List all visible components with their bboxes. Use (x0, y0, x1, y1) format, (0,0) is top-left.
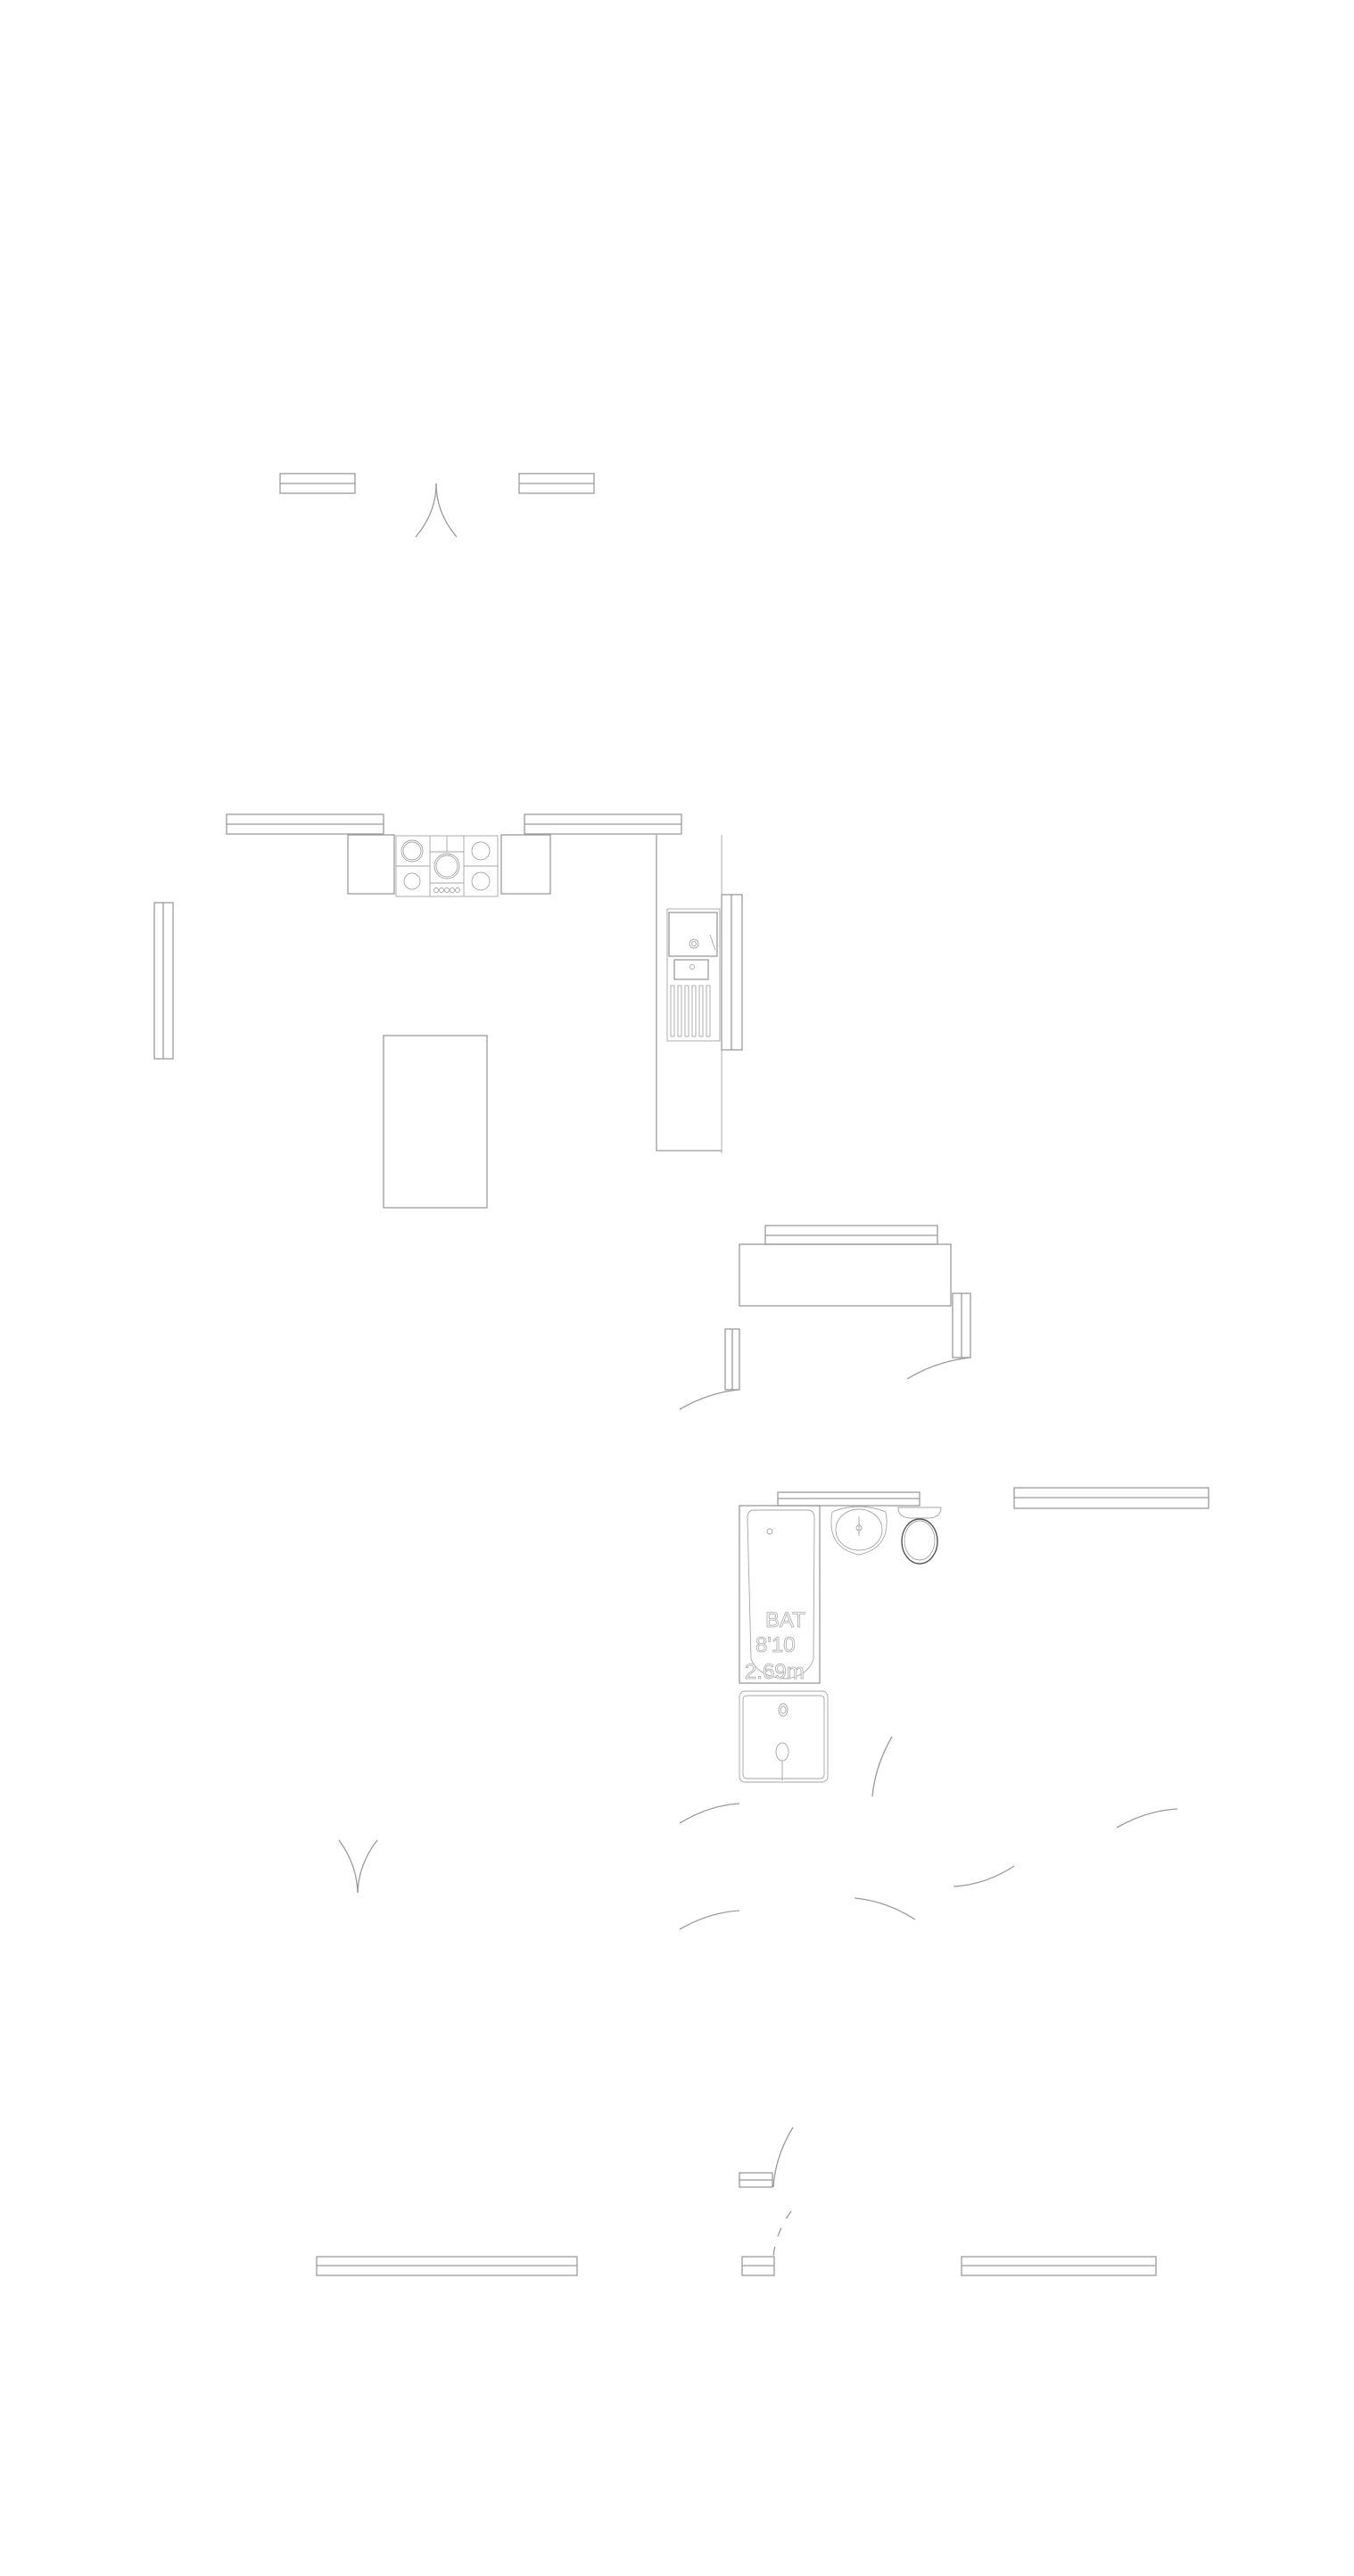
storage-unit (739, 1243, 952, 1307)
bathtub-size-metric: 2.69m (745, 1660, 805, 1684)
window-kitchen-east (721, 894, 743, 1051)
door-swing (1116, 1808, 1178, 1829)
door-swing (679, 1910, 740, 1930)
window-bottom-right (961, 2256, 1157, 2276)
door-swing (953, 1865, 1015, 1887)
window-bottom-left (316, 2256, 578, 2276)
door-swing (854, 1897, 916, 1920)
window-kitchen-right (524, 813, 682, 835)
door-swing (679, 1389, 740, 1410)
shower-tray (739, 1690, 829, 1783)
window-bottom-middle (741, 2256, 775, 2276)
kitchen-sink (666, 908, 721, 1042)
counter-right (656, 835, 722, 1153)
burner-icon (400, 839, 424, 863)
cabinet-left (347, 834, 395, 895)
window-west (153, 902, 174, 1060)
window-bathroom (777, 1491, 921, 1507)
toilet (897, 1507, 942, 1565)
door-swing-dashed (772, 2210, 792, 2258)
window-top-right (518, 473, 595, 494)
window-kitchen-left (226, 813, 384, 835)
window-top-left (279, 473, 356, 494)
door-jamb-right (952, 1292, 971, 1358)
bathtub: BAT 8'10 2.69m (739, 1505, 821, 1684)
knob-row (433, 888, 460, 893)
door-swing (871, 1736, 893, 1797)
burner-icon (433, 853, 460, 879)
door-swing (906, 1357, 971, 1380)
window-middle (764, 1225, 938, 1245)
burner-icon (471, 871, 491, 891)
door-swing (772, 2126, 794, 2188)
double-door-swing (338, 1839, 378, 1894)
cooktop (395, 835, 499, 897)
window-east (1013, 1487, 1210, 1509)
door-swing (679, 1803, 740, 1824)
door-jamb-left (724, 1328, 740, 1391)
kitchen-island (383, 1035, 488, 1209)
double-door-swing (415, 483, 458, 538)
burner-icon (403, 872, 421, 890)
window-small (739, 2172, 773, 2188)
bathtub-size-imperial: 8'10 (755, 1633, 796, 1657)
cabinet-right (500, 834, 551, 895)
bathroom-sink (830, 1506, 888, 1556)
burner-icon (471, 841, 491, 861)
bathtub-label: BAT (765, 1608, 805, 1632)
